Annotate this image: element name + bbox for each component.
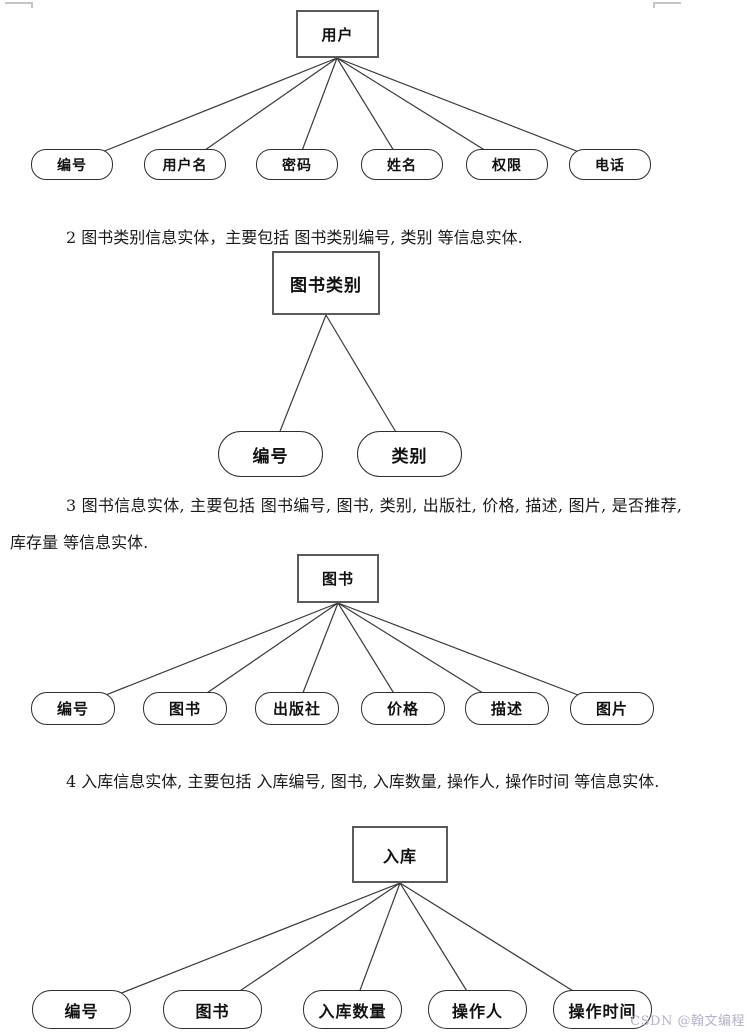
attr-label: 编号 bbox=[64, 1001, 99, 1021]
attr-label: 编号 bbox=[56, 700, 89, 718]
attr-ellipse-stockin-id: 编号 bbox=[32, 990, 131, 1029]
entity-box-stock-in: 入库 bbox=[352, 826, 448, 883]
attr-ellipse-name: 姓名 bbox=[361, 149, 443, 180]
section-3-text: 3 图书信息实体, 主要包括 图书编号, 图书, 类别, 出版社, 价格, 描述… bbox=[10, 496, 682, 552]
attr-label: 用户名 bbox=[162, 157, 208, 174]
attr-ellipse-category-id: 编号 bbox=[218, 431, 323, 477]
entity-box-book-category: 图书类别 bbox=[272, 251, 380, 315]
section-2-text: 2 图书类别信息实体，主要包括 图书类别编号, 类别 等信息实体. bbox=[66, 228, 523, 247]
attr-ellipse-price: 价格 bbox=[361, 692, 445, 725]
attr-ellipse-description: 描述 bbox=[465, 692, 549, 725]
attr-label: 出版社 bbox=[272, 700, 321, 718]
entity-label-stock-in: 入库 bbox=[382, 846, 417, 866]
attr-ellipse-category: 类别 bbox=[357, 431, 462, 477]
page-corner-mark-right bbox=[653, 2, 681, 8]
attr-label: 类别 bbox=[391, 446, 428, 467]
attr-label: 编号 bbox=[57, 157, 87, 174]
entity-label-book-category: 图书类别 bbox=[290, 275, 362, 296]
attr-label: 电话 bbox=[595, 157, 625, 174]
attr-ellipse-permission: 权限 bbox=[466, 149, 548, 180]
attr-ellipse-image: 图片 bbox=[570, 692, 654, 725]
entity-box-book: 图书 bbox=[297, 554, 379, 603]
attr-ellipse-publisher: 出版社 bbox=[255, 692, 339, 725]
attr-ellipse-username: 用户名 bbox=[144, 149, 226, 180]
attr-label: 操作人 bbox=[451, 1001, 503, 1021]
entity-label-user: 用户 bbox=[321, 25, 354, 44]
attr-ellipse-stockin-book: 图书 bbox=[163, 990, 262, 1029]
attr-ellipse-book-title: 图书 bbox=[143, 692, 227, 725]
attr-label: 入库数量 bbox=[318, 1001, 387, 1021]
attr-ellipse-user-id: 编号 bbox=[31, 149, 113, 180]
attr-label: 描述 bbox=[490, 700, 523, 718]
attr-ellipse-operation-time: 操作时间 bbox=[553, 990, 652, 1029]
page-corner-mark-left bbox=[5, 2, 33, 8]
attr-label: 权限 bbox=[492, 157, 522, 174]
attr-ellipse-phone: 电话 bbox=[569, 149, 651, 180]
attr-ellipse-book-id: 编号 bbox=[31, 692, 115, 725]
attr-label: 图书 bbox=[168, 700, 201, 718]
section-4-text: 4 入库信息实体, 主要包括 入库编号, 图书, 入库数量, 操作人, 操作时间… bbox=[66, 772, 660, 791]
entity-box-user: 用户 bbox=[296, 10, 379, 58]
attr-label: 操作时间 bbox=[568, 1001, 637, 1021]
attr-label: 图书 bbox=[195, 1001, 230, 1021]
attr-label: 价格 bbox=[386, 700, 419, 718]
csdn-watermark: CSDN @翰文编程 bbox=[630, 1014, 745, 1029]
attr-ellipse-password: 密码 bbox=[256, 149, 338, 180]
attr-ellipse-operator: 操作人 bbox=[428, 990, 527, 1029]
attr-label: 图片 bbox=[595, 700, 628, 718]
attr-label: 姓名 bbox=[387, 157, 417, 174]
attr-label: 编号 bbox=[252, 446, 289, 467]
attr-label: 密码 bbox=[282, 157, 312, 174]
attr-ellipse-stockin-quantity: 入库数量 bbox=[303, 990, 402, 1029]
entity-label-book: 图书 bbox=[321, 570, 354, 588]
